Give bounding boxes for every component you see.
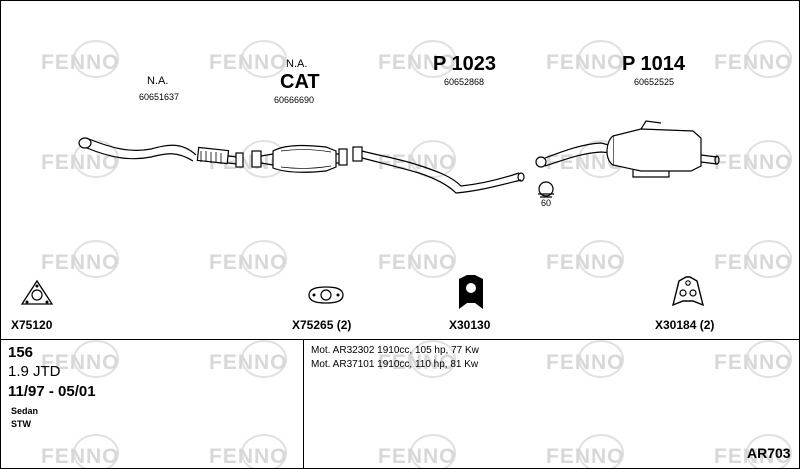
- front-pipe-drawing[interactable]: [78, 137, 244, 168]
- middle-pipe-number: 60652868: [444, 77, 485, 87]
- clamp-drawing[interactable]: [538, 181, 554, 198]
- middle-pipe-title: P 1023: [433, 53, 497, 75]
- catalyst-number: 60666690: [274, 95, 315, 105]
- middle-pipe-drawing[interactable]: [352, 146, 525, 194]
- motor-spec-2: Mot. AR37101 1910cc, 110 hp, 81 Kw: [311, 359, 479, 370]
- motor-spec-1: Mot. AR32302 1910cc, 105 hp, 77 Kw: [311, 345, 479, 356]
- rear-silencer-title: P 1014: [622, 53, 686, 75]
- clamp-label: 60: [541, 198, 552, 208]
- front-pipe-na-label: N.A.: [147, 75, 169, 87]
- accessory-code-2: X75265 (2): [292, 318, 352, 332]
- gasket-three-hole-icon[interactable]: [19, 278, 55, 308]
- vehicle-period: 11/97 - 05/01: [8, 383, 96, 400]
- info-panel-vertical-divider: [303, 339, 304, 468]
- rubber-mount-icon[interactable]: [455, 273, 487, 311]
- accessory-code-1: X75120: [11, 318, 53, 332]
- rear-silencer-number: 60652525: [634, 77, 675, 87]
- catalyst-drawing[interactable]: [251, 144, 348, 173]
- vehicle-body-sedan: Sedan: [11, 406, 39, 416]
- front-pipe-number: 60651637: [139, 92, 180, 102]
- fenno-watermark: FENNO: [714, 339, 799, 379]
- gasket-two-hole-icon[interactable]: [306, 284, 346, 306]
- fenno-watermark: FENNO: [546, 433, 656, 468]
- catalyst-na-label: N.A.: [286, 58, 308, 70]
- accessory-code-4: X30184 (2): [655, 318, 715, 332]
- accessory-code-3: X30130: [449, 318, 491, 332]
- rubber-hanger-icon[interactable]: [671, 275, 705, 309]
- diagram-code: AR703: [747, 445, 791, 461]
- fenno-watermark: FENNO: [546, 339, 656, 379]
- fenno-watermark: FENNO: [378, 433, 488, 468]
- catalyst-title: CAT: [280, 71, 320, 93]
- vehicle-model: 156: [8, 344, 34, 361]
- info-panel-top-divider: [1, 339, 799, 340]
- vehicle-body-stw: STW: [11, 419, 31, 429]
- fenno-watermark: FENNO: [41, 433, 151, 468]
- exhaust-system-drawing: [78, 120, 720, 198]
- vehicle-engine: 1.9 JTD: [8, 363, 61, 380]
- rear-silencer-drawing[interactable]: [535, 120, 720, 178]
